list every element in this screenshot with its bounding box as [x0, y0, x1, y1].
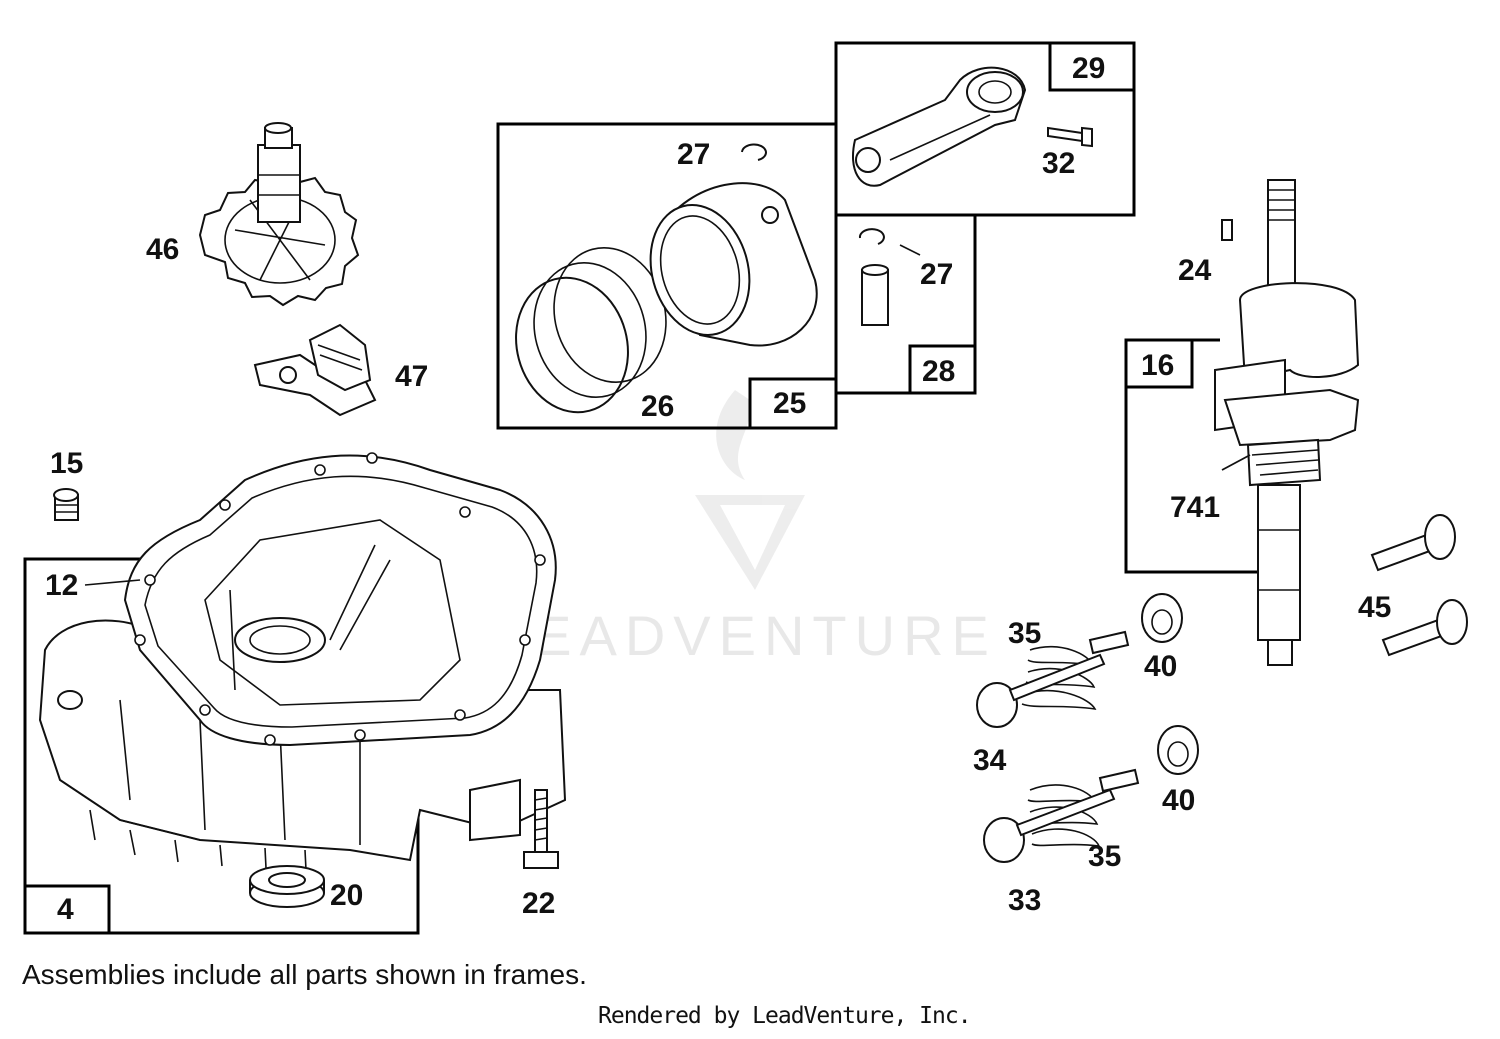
frame-29	[834, 41, 1136, 217]
connecting-rod	[852, 66, 1027, 187]
intake-valve	[976, 653, 1106, 728]
piston-pin	[858, 228, 921, 326]
label-35-upper: 35	[1008, 617, 1041, 650]
frame-25	[496, 122, 838, 430]
camshaft-gear	[198, 122, 360, 307]
sump-bolt	[523, 789, 559, 869]
label-25: 25	[773, 387, 806, 420]
frame-4	[23, 557, 420, 935]
label-27-pin-clip: 27	[920, 258, 953, 291]
watermark-text: LEADVENTURE	[495, 604, 997, 667]
label-12: 12	[45, 569, 78, 602]
label-47: 47	[395, 360, 428, 393]
drain-plug	[53, 488, 79, 521]
assembly-note: Assemblies include all parts shown in fr…	[22, 959, 587, 990]
label-27-clip: 27	[677, 138, 710, 171]
label-16: 16	[1141, 349, 1174, 382]
leader-lines	[1221, 454, 1251, 471]
label-741: 741	[1170, 491, 1220, 524]
piston-rings	[515, 246, 667, 414]
label-35-lower: 35	[1088, 840, 1121, 873]
crank-key	[1221, 219, 1233, 241]
valve-keeper-upper	[1141, 593, 1183, 643]
crankshaft	[1214, 179, 1360, 666]
valve-keeper-lower	[1157, 725, 1199, 775]
label-20: 20	[330, 879, 363, 912]
label-28: 28	[922, 355, 955, 388]
frame-16	[1124, 338, 1260, 574]
label-33: 33	[1008, 884, 1041, 917]
label-45: 45	[1358, 591, 1391, 624]
label-40-lower: 40	[1162, 784, 1195, 817]
label-40-upper: 40	[1144, 650, 1177, 683]
label-24: 24	[1178, 254, 1212, 287]
valve-tappet-upper	[1370, 514, 1456, 572]
label-4: 4	[57, 893, 74, 926]
label-22: 22	[522, 887, 555, 920]
label-15: 15	[50, 447, 83, 480]
label-46: 46	[146, 233, 179, 266]
rod-bolt	[1047, 126, 1093, 148]
piston	[649, 182, 818, 347]
governor-assembly	[253, 323, 377, 417]
sump-gasket	[84, 452, 557, 747]
watermark: LEADVENTURE	[495, 390, 997, 667]
oil-seal	[249, 865, 325, 908]
label-26: 26	[641, 390, 674, 423]
piston-pin-clip	[741, 143, 767, 161]
valve-spring-upper	[1021, 630, 1130, 711]
label-29: 29	[1072, 52, 1105, 85]
label-32: 32	[1042, 147, 1075, 180]
label-34: 34	[973, 744, 1007, 777]
render-credit: Rendered by LeadVenture, Inc.	[598, 1003, 972, 1029]
valve-tappet-lower	[1381, 599, 1468, 657]
exhaust-valve	[983, 788, 1116, 863]
part-labels: 4 12 15 16 20 22 24 25 26 27 27 28 29 32…	[45, 52, 1391, 926]
